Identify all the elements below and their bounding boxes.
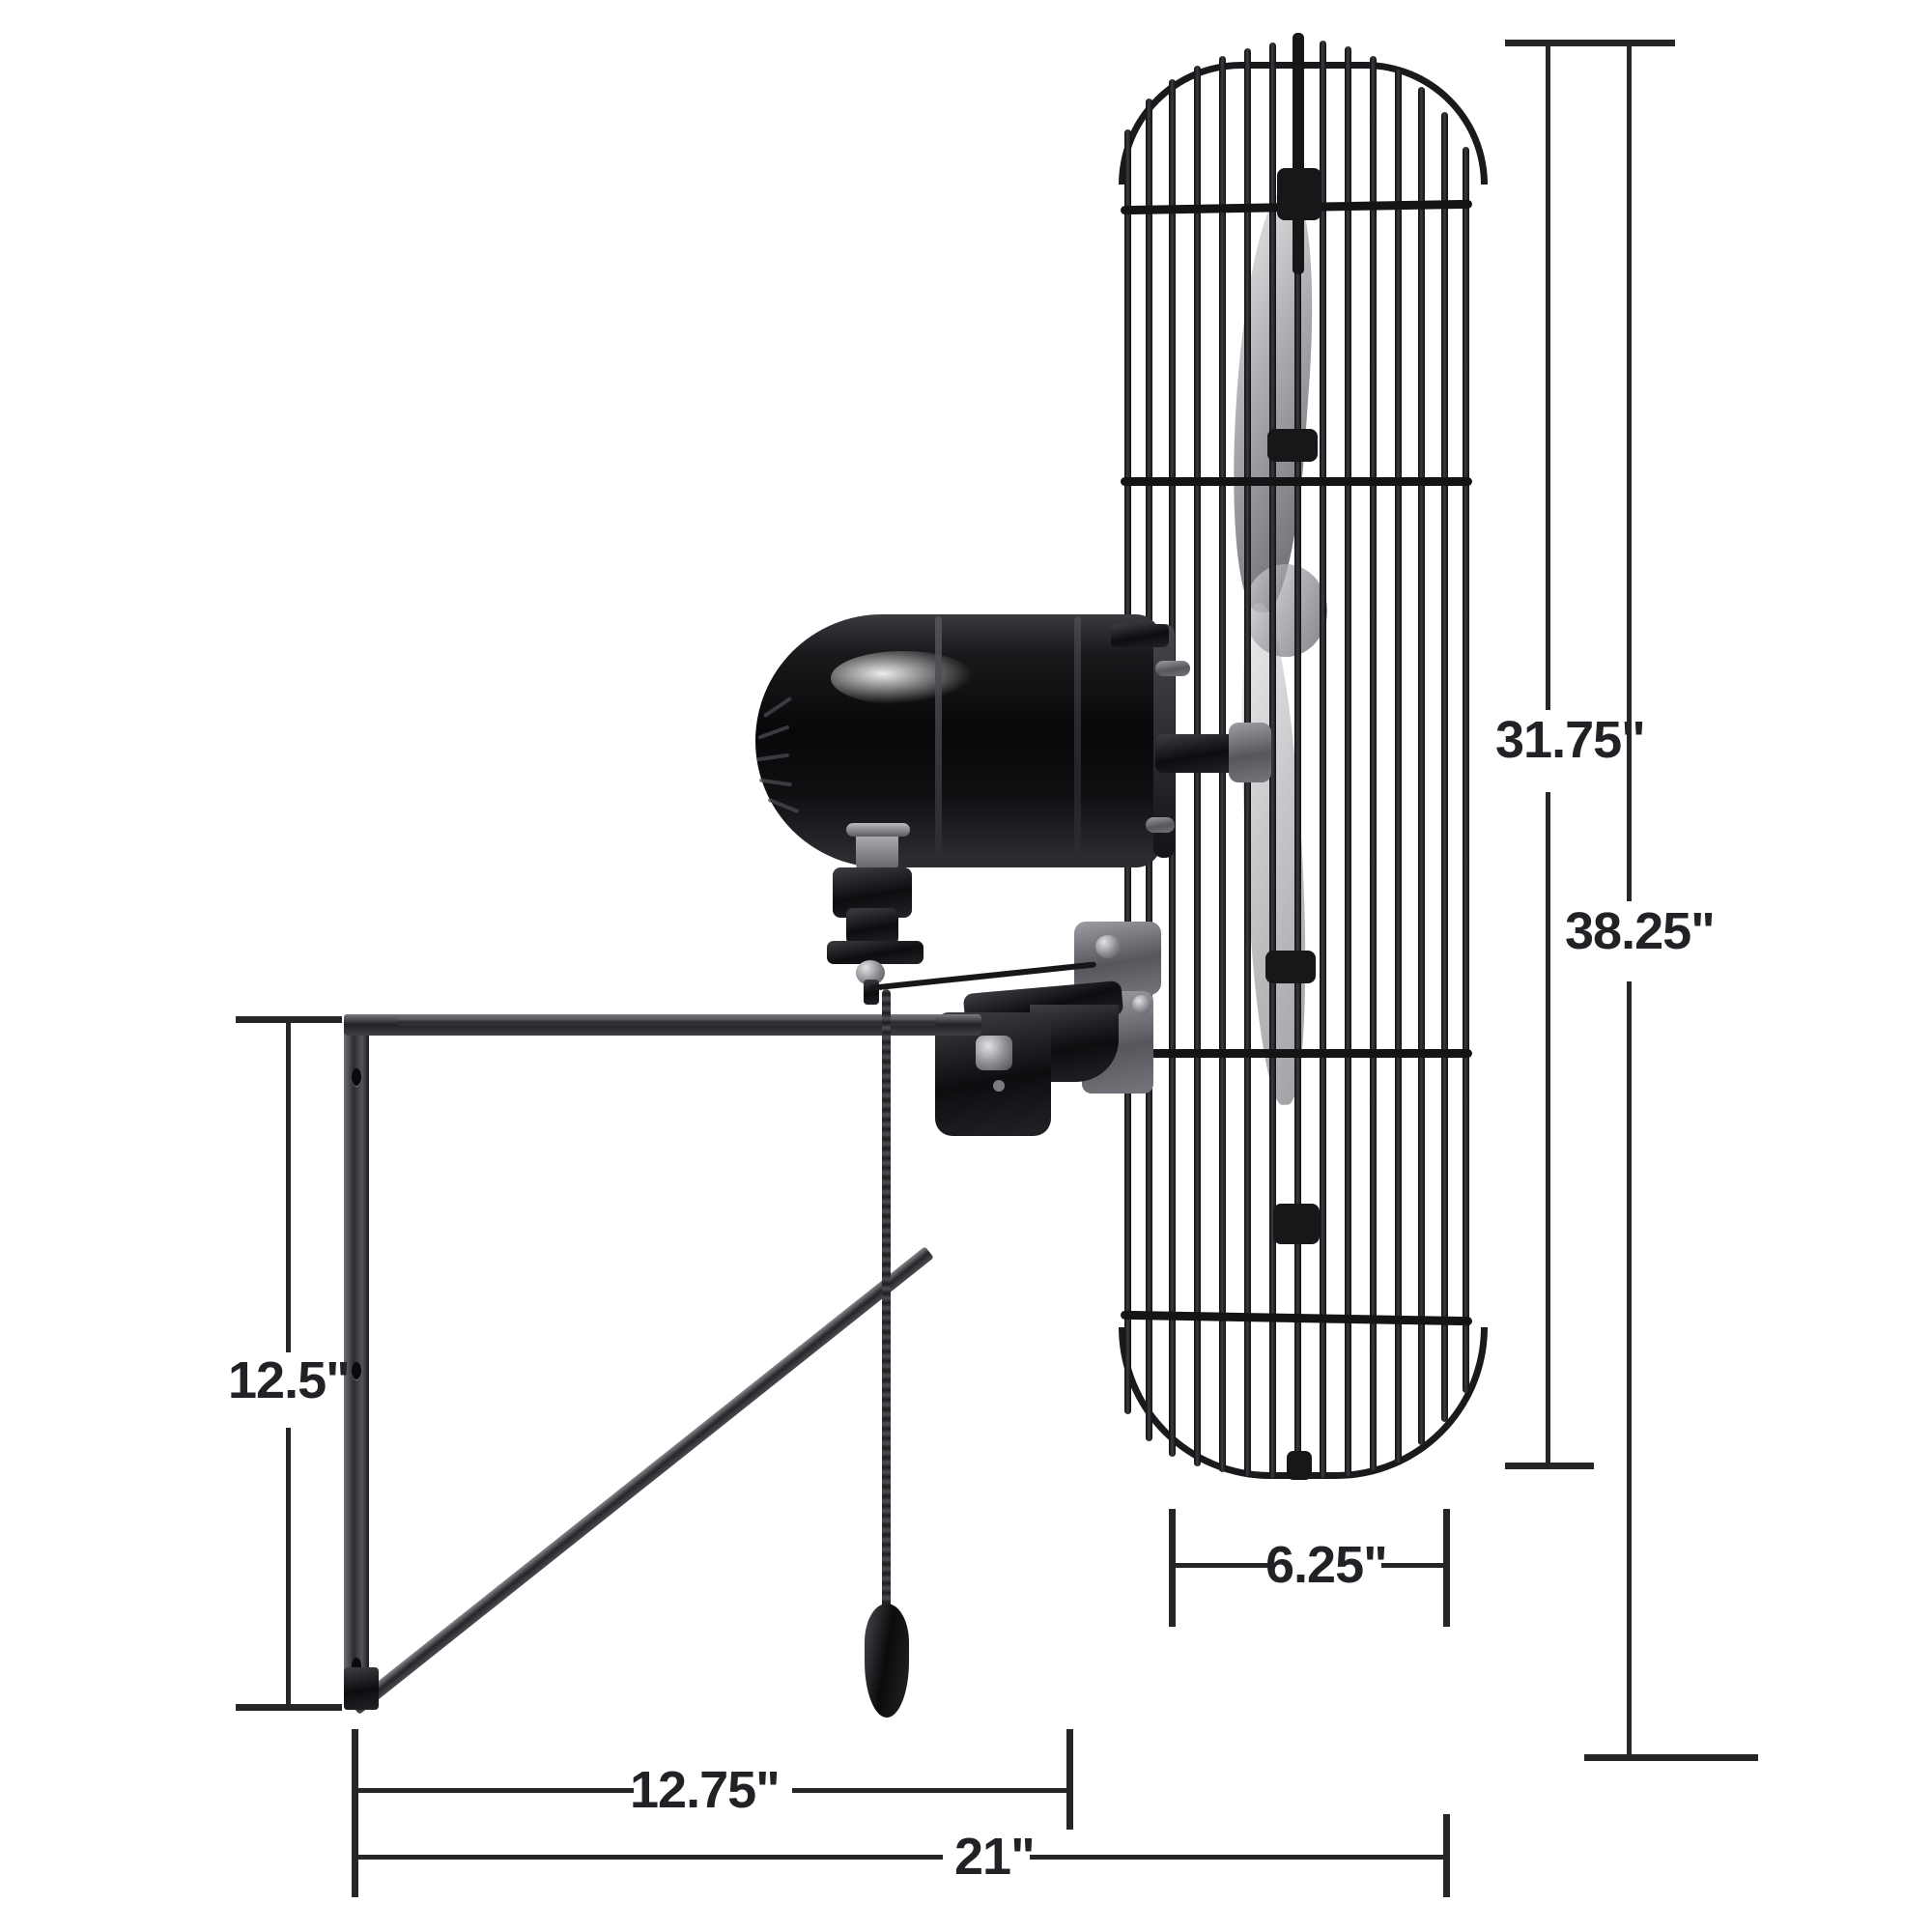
cage-clip (1265, 951, 1316, 983)
motor-housing (755, 614, 1175, 873)
dim-line-vertical (1546, 42, 1550, 710)
bracket-mount-hole (352, 1658, 361, 1675)
motor-lower-stud (1146, 817, 1175, 833)
bracket-head-pin (993, 1080, 1005, 1092)
dim-extension-right (1443, 1814, 1450, 1897)
dim-line-vertical (1627, 42, 1632, 901)
cage-wire (1320, 41, 1326, 1478)
dim-extension-right (1443, 1509, 1450, 1627)
cage-clip (1273, 1204, 1320, 1244)
motor-shaft (1155, 734, 1238, 773)
cage-wire (1269, 43, 1276, 1478)
dim-label-height-overall: 38.25" (1565, 902, 1716, 960)
cage-clip (1277, 168, 1321, 220)
dim-tick-bottom (1584, 1754, 1758, 1761)
bracket-mount-hole (352, 1068, 361, 1086)
bracket-hex-bolt (976, 1036, 1012, 1070)
cage-ring-band (1121, 477, 1472, 486)
motor-seam-ring (1074, 616, 1081, 866)
dim-tick-bottom (1505, 1463, 1594, 1469)
motor-shell (755, 614, 1161, 867)
dim-line-vertical (286, 1016, 291, 1352)
cage-wire (1441, 112, 1448, 1422)
bracket-brace-foot (344, 1667, 379, 1710)
dim-extension-left (1169, 1509, 1176, 1627)
cage-center-spine (1293, 33, 1304, 274)
cage-wire (1294, 39, 1301, 1478)
yoke-side-bolt (1132, 995, 1151, 1014)
dim-line-vertical (1627, 981, 1632, 1760)
dim-label-depth-overall: 21" (954, 1828, 1036, 1886)
cage-clip (1267, 429, 1318, 462)
dim-extension-left (352, 1729, 358, 1830)
dim-line-vertical (286, 1428, 291, 1708)
dim-line-horizontal (1381, 1563, 1445, 1568)
pivot-stem (864, 980, 879, 1005)
dim-line-vertical (1546, 792, 1550, 1468)
dim-extension-right (1066, 1729, 1073, 1830)
cage-wire (1463, 147, 1469, 1393)
fan-hub (1244, 564, 1327, 657)
pivot-neck (846, 908, 898, 945)
dim-line-horizontal (354, 1788, 634, 1793)
motor-highlight (831, 651, 976, 705)
bracket-arm-rib (396, 1018, 937, 1026)
dim-label-height-bracket: 12.5" (228, 1351, 351, 1409)
dim-line-horizontal (354, 1855, 943, 1860)
cage-wire (1345, 46, 1351, 1476)
yoke-clamp-bolt (1095, 935, 1121, 958)
pull-chain (882, 989, 891, 1609)
motor-mount-stud (846, 823, 910, 837)
dim-line-horizontal (1171, 1563, 1271, 1568)
shaft-collar (1229, 723, 1271, 782)
motor-seam-ring (935, 616, 942, 866)
bracket-mount-hole (352, 1362, 361, 1379)
motor-side-stud (1155, 661, 1190, 676)
dim-line-horizontal (792, 1788, 1068, 1793)
dim-line-horizontal (1030, 1855, 1445, 1860)
pull-chain-fob (865, 1604, 909, 1718)
cage-ring-band (1121, 1049, 1472, 1058)
dim-label-height-cage: 31.75" (1495, 711, 1646, 769)
cage-wire (1395, 70, 1402, 1463)
cage-wire (1370, 56, 1377, 1470)
dim-label-depth-cage: 6.25" (1265, 1536, 1388, 1594)
dim-tick-bottom (236, 1704, 342, 1711)
cage-clip (1287, 1451, 1312, 1480)
motor-upper-brace (1111, 624, 1169, 647)
bracket-diagonal-brace (350, 1246, 934, 1715)
dim-label-depth-bracket-arm: 12.75" (630, 1761, 781, 1819)
cage-wire (1418, 87, 1425, 1445)
dim-tick-top (1505, 40, 1675, 46)
